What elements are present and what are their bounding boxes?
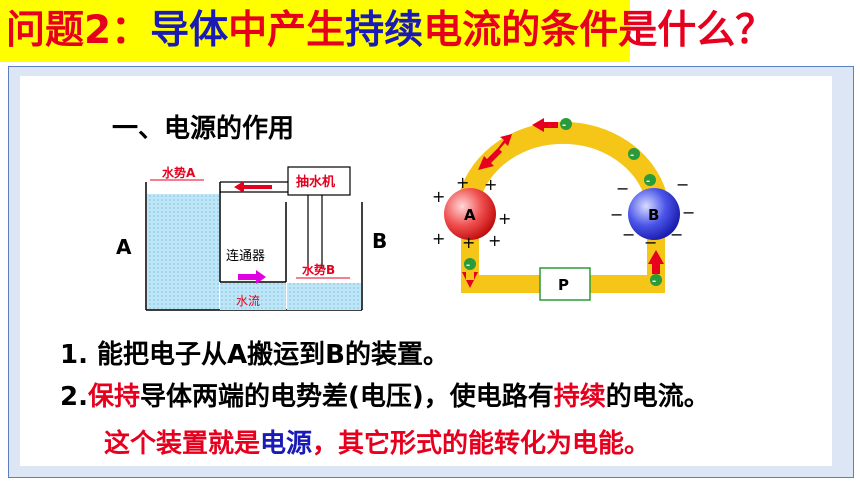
svg-text:-: - [652, 276, 656, 287]
svg-text:-: - [562, 120, 566, 131]
svg-text:-: - [630, 150, 634, 161]
point-2-num: 2. [60, 382, 88, 412]
title-part1: 问题2： [6, 8, 151, 53]
lower-arrow-left [462, 272, 478, 288]
sphere-a-label: A [464, 206, 476, 224]
connector-label: 连通器 [226, 248, 265, 264]
svg-text:+: + [484, 175, 497, 194]
flow-label: 水流 [236, 294, 260, 308]
electron: - [464, 258, 476, 271]
point-2-keep: 保持 [87, 382, 140, 412]
svg-text:−: − [610, 205, 623, 224]
svg-text:+: + [498, 209, 511, 228]
svg-text:−: − [670, 225, 683, 244]
plus-signs: + + + + + + + [432, 173, 511, 252]
slide-title: 问题2：导体中产生持续电流的条件是什么？ [6, 3, 774, 59]
pump-box [287, 166, 351, 196]
electron: - [628, 148, 640, 161]
title-part3: 中产生 [228, 8, 346, 53]
point-3-source: 电源 [260, 429, 313, 459]
water-analogy-diagram: A B 水势A 抽水机 连通器 水势B 水流 [116, 165, 387, 311]
left-water [147, 194, 219, 310]
svg-text:+: + [432, 229, 445, 248]
point-1: 1. 能把电子从A搬运到B的装置。 [60, 340, 449, 370]
svg-text:+: + [462, 233, 475, 252]
svg-text:+: + [432, 187, 445, 206]
lower-arrow-right [648, 250, 664, 274]
minus-signs: − − − − − − − [610, 175, 695, 252]
title-white-patch [630, 0, 860, 62]
point-2-end: 的电流。 [605, 382, 710, 412]
point-2-mid: 导体两端的电势差(电压)，使电路有 [139, 382, 554, 412]
svg-text:-: - [466, 260, 470, 271]
svg-text:−: − [622, 225, 635, 244]
title-part5: 电流 [423, 8, 502, 53]
arc-arrow-2 [478, 148, 502, 170]
water-level-b: 水势B [302, 262, 335, 277]
point-2-continuous: 持续 [553, 382, 606, 412]
label-a: A [116, 235, 132, 259]
svg-text:−: − [644, 233, 657, 252]
circuit-diagram: P - - - - - A + [432, 118, 695, 301]
point-2: 2.保持导体两端的电势差(电压)，使电路有持续的电流。 [60, 376, 710, 413]
arc-arrow-1 [532, 118, 558, 132]
svg-text:-: - [646, 176, 650, 187]
point-3: 这个装置就是电源，其它形式的能转化为电能。 [104, 423, 650, 460]
water-level-a: 水势A [162, 165, 196, 180]
flow-arrow [238, 270, 266, 284]
svg-text:−: − [616, 179, 629, 198]
pump-arrow [234, 181, 272, 193]
electron: - [650, 274, 662, 287]
pump-label: 抽水机 [296, 174, 335, 190]
right-water [287, 283, 361, 310]
sphere-b [628, 188, 680, 240]
sphere-a [444, 188, 496, 240]
electron: - [644, 174, 656, 187]
label-b: B [372, 229, 387, 253]
svg-text:−: − [682, 203, 695, 222]
device-p-label: P [558, 276, 569, 294]
sphere-b-label: B [648, 206, 659, 224]
channel-water [220, 283, 286, 310]
point-3-start: 这个装置就是 [104, 429, 261, 459]
svg-text:+: + [488, 231, 501, 250]
arc-arrow-3 [498, 134, 512, 151]
point-3-end: ，其它形式的能转化为电能。 [312, 429, 651, 459]
title-part2: 导体 [150, 8, 229, 53]
svg-text:+: + [456, 173, 469, 192]
device-p-box [539, 267, 591, 301]
title-part6: 的条件是什么？ [501, 8, 775, 53]
section-title: 一、电源的作用 [112, 114, 295, 144]
svg-text:−: − [676, 175, 689, 194]
electron: - [560, 118, 572, 131]
title-part4: 持续 [345, 8, 424, 53]
